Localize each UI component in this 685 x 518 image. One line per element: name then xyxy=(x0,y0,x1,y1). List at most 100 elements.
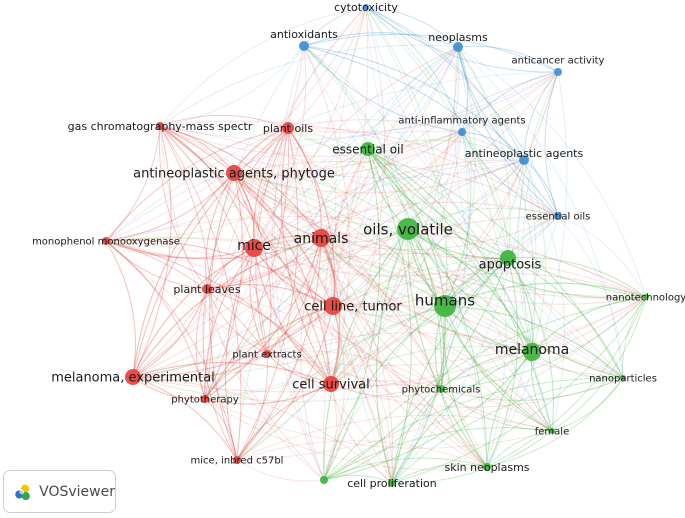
edge-apoptosis--skin-neoplasms xyxy=(486,257,519,468)
node-plant-extracts[interactable] xyxy=(263,350,271,358)
label-essential-oil[interactable]: essential oil xyxy=(332,142,403,156)
node-essential-oils[interactable] xyxy=(554,212,562,220)
node-nanotechnology[interactable] xyxy=(643,294,649,300)
edge-anti-inflammatory-agents--mice xyxy=(253,131,463,249)
node-cell-proliferation[interactable] xyxy=(388,479,396,487)
edge-plant-leaves--cell-line-tumor xyxy=(206,284,334,307)
label-animals[interactable]: animals xyxy=(294,231,349,247)
node-monophenol-monooxygenase[interactable] xyxy=(102,237,110,245)
edge-antineoplastic-agents-phytoge--phytotherapy xyxy=(204,172,243,400)
label-female[interactable]: female xyxy=(535,427,569,438)
edge-anticancer-activity--essential-oils xyxy=(544,71,559,217)
edge-oils-volatile--skin-neoplasms xyxy=(407,228,488,468)
edge-nanotechnology--unlabeled-green xyxy=(323,296,647,481)
node-essential-oil[interactable] xyxy=(361,142,375,156)
node-oils-volatile[interactable] xyxy=(397,218,419,240)
edge-apoptosis--melanoma-experimental xyxy=(132,257,509,379)
node-plant-leaves[interactable] xyxy=(202,284,212,294)
label-mice-inbred-c57bl[interactable]: mice, inbred c57bl xyxy=(191,456,284,467)
edge-apoptosis--phytotherapy xyxy=(204,257,509,400)
label-plant-oils[interactable]: plant oils xyxy=(263,122,313,135)
label-skin-neoplasms[interactable]: skin neoplasms xyxy=(444,461,529,474)
label-nanoparticles[interactable]: nanoparticles xyxy=(589,374,657,385)
node-melanoma-experimental[interactable] xyxy=(125,369,141,385)
node-anti-inflammatory-agents[interactable] xyxy=(458,128,466,136)
edge-anti-inflammatory-agents--essential-oils xyxy=(461,131,559,217)
edge-antioxidants--mice xyxy=(253,45,307,249)
node-cytotoxicity[interactable] xyxy=(363,4,369,10)
label-cell-line-tumor[interactable]: cell line, tumor xyxy=(304,300,402,315)
label-cell-proliferation[interactable]: cell proliferation xyxy=(347,477,437,490)
edge-essential-oils--melanoma-experimental xyxy=(132,215,559,378)
label-antineoplastic-agents[interactable]: antineoplastic agents xyxy=(465,147,584,160)
node-plant-oils[interactable] xyxy=(282,122,294,134)
node-animals[interactable] xyxy=(312,229,330,247)
node-phytotherapy[interactable] xyxy=(201,395,209,403)
label-nanotechnology[interactable]: nanotechnology xyxy=(606,293,685,304)
edge-gas-chromatography--mice-inbred-c57bl xyxy=(159,125,242,461)
label-plant-leaves[interactable]: plant leaves xyxy=(173,283,240,296)
edge-cell-survival--unlabeled-green xyxy=(323,383,337,481)
label-melanoma-experimental[interactable]: melanoma, experimental xyxy=(51,371,215,386)
label-cytotoxicity[interactable]: cytotoxicity xyxy=(334,1,398,14)
node-mice-inbred-c57bl[interactable] xyxy=(233,456,241,464)
edge-cell-line-tumor--female xyxy=(332,305,553,432)
edge-animals--skin-neoplasms xyxy=(320,237,488,468)
node-nanoparticles[interactable] xyxy=(620,375,626,381)
edge-neoplasms--unlabeled-green xyxy=(322,46,459,481)
label-gas-chromatography[interactable]: gas chromatography-mass spectr xyxy=(68,120,253,133)
label-phytochemicals[interactable]: phytochemicals xyxy=(402,385,481,396)
node-mice[interactable] xyxy=(245,239,263,257)
edge-oils-volatile--unlabeled-green xyxy=(323,228,409,481)
node-unlabeled-green[interactable] xyxy=(320,476,328,484)
label-oils-volatile[interactable]: oils, volatile xyxy=(363,220,453,238)
label-humans[interactable]: humans xyxy=(415,291,475,309)
edge-melanoma--skin-neoplasms xyxy=(486,351,533,468)
label-phytotherapy[interactable]: phytotherapy xyxy=(171,395,239,406)
label-cell-survival[interactable]: cell survival xyxy=(292,378,369,393)
node-neoplasms[interactable] xyxy=(453,42,463,52)
node-phytochemicals[interactable] xyxy=(437,385,445,393)
edge-plant-oils--essential-oils xyxy=(287,127,559,217)
node-antineoplastic-agents-phytoge[interactable] xyxy=(226,165,242,181)
node-gas-chromatography[interactable] xyxy=(156,122,164,130)
edge-phytochemicals--cell-proliferation xyxy=(391,388,442,484)
edge-neoplasms--monophenol-monooxygenase xyxy=(105,46,459,242)
node-antioxidants[interactable] xyxy=(299,41,309,51)
edge-essential-oils--nanoparticles xyxy=(557,215,624,379)
label-plant-extracts[interactable]: plant extracts xyxy=(232,350,301,361)
label-antioxidants[interactable]: antioxidants xyxy=(270,28,338,41)
node-humans[interactable] xyxy=(434,295,456,317)
edge-antineoplastic-agents-phytoge--plant-extracts xyxy=(233,172,272,355)
label-essential-oils[interactable]: essential oils xyxy=(526,212,591,223)
node-cell-line-tumor[interactable] xyxy=(324,297,342,315)
label-antineoplastic-agents-phytoge[interactable]: antineoplastic agents, phytoge xyxy=(133,167,335,182)
edge-oils-volatile--nanoparticles xyxy=(407,228,624,379)
node-antineoplastic-agents[interactable] xyxy=(519,155,529,165)
edge-antineoplastic-agents-phytoge--apoptosis xyxy=(233,172,509,260)
node-female[interactable] xyxy=(549,428,555,434)
node-skin-neoplasms[interactable] xyxy=(483,463,491,471)
label-apoptosis[interactable]: apoptosis xyxy=(479,258,542,273)
label-mice[interactable]: mice xyxy=(237,238,271,254)
node-cell-survival[interactable] xyxy=(323,376,339,392)
label-anti-inflammatory-agents[interactable]: anti-inflammatory agents xyxy=(398,116,525,127)
edge-animals--phytochemicals xyxy=(320,237,442,390)
node-melanoma[interactable] xyxy=(523,343,541,361)
edge-essential-oils--animals xyxy=(320,215,559,251)
edge-antineoplastic-agents-phytoge--female xyxy=(233,172,553,432)
label-anticancer-activity[interactable]: anticancer activity xyxy=(512,56,605,67)
edge-antioxidants--skin-neoplasms xyxy=(303,45,488,468)
label-melanoma[interactable]: melanoma xyxy=(495,342,569,358)
edge-antineoplastic-agents--unlabeled-green xyxy=(323,159,525,481)
label-monophenol-monooxygenase[interactable]: monophenol monooxygenase xyxy=(32,237,180,248)
edge-antineoplastic-agents-phytoge--monophenol-monooxygenase xyxy=(105,172,235,242)
edge-phytotherapy--skin-neoplasms xyxy=(204,398,488,471)
edge-humans--skin-neoplasms xyxy=(443,305,488,468)
node-anticancer-activity[interactable] xyxy=(554,68,562,76)
label-neoplasms[interactable]: neoplasms xyxy=(428,31,488,44)
edge-gas-chromatography--melanoma-experimental xyxy=(132,125,172,378)
edge-anticancer-activity--monophenol-monooxygenase xyxy=(105,71,559,242)
node-apoptosis[interactable] xyxy=(500,250,516,266)
